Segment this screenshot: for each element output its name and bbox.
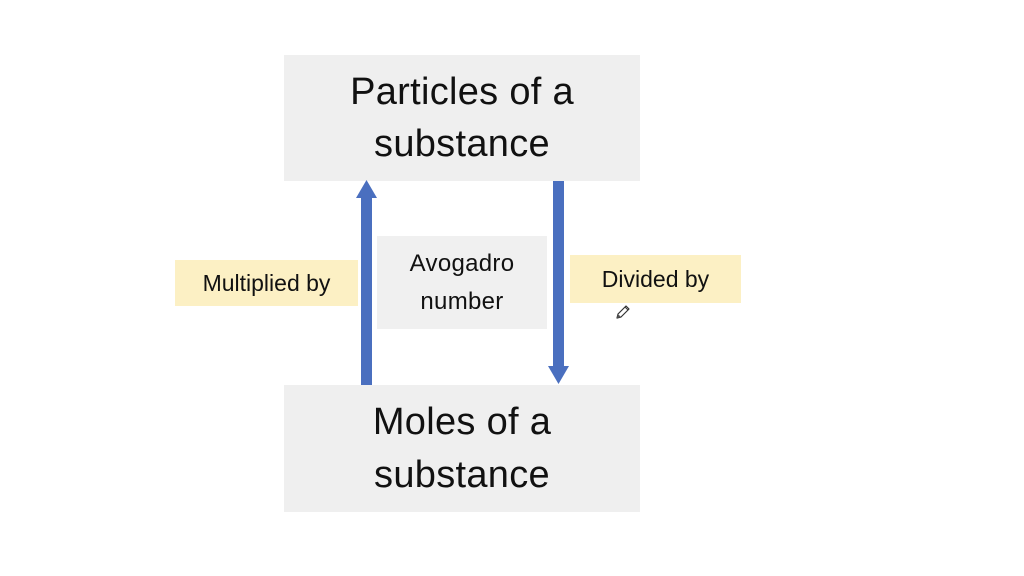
down-arrow-icon bbox=[548, 181, 569, 384]
moles-box-line1: Moles of a bbox=[372, 401, 552, 444]
avogadro-box-line1: Avogadro bbox=[409, 250, 515, 278]
moles-box-line2: substance bbox=[374, 453, 550, 496]
up-arrow-shaft bbox=[361, 196, 372, 385]
particles-box: Particles of a substance bbox=[284, 55, 640, 181]
particles-box-line2: substance bbox=[374, 123, 550, 165]
pencil-icon bbox=[616, 305, 630, 319]
particles-box-line1: Particles of a bbox=[350, 70, 574, 113]
moles-box: Moles of a substance bbox=[284, 385, 640, 512]
up-arrow-icon bbox=[356, 180, 377, 385]
avogadro-box: Avogadro number bbox=[377, 236, 547, 329]
down-arrow-shaft bbox=[553, 181, 564, 367]
down-arrow-head bbox=[548, 366, 569, 384]
up-arrow-head bbox=[356, 180, 377, 198]
avogadro-box-line2: number bbox=[420, 287, 504, 315]
multiplied-by-label: Multiplied by bbox=[175, 260, 358, 306]
divided-by-label: Divided by bbox=[570, 255, 741, 303]
